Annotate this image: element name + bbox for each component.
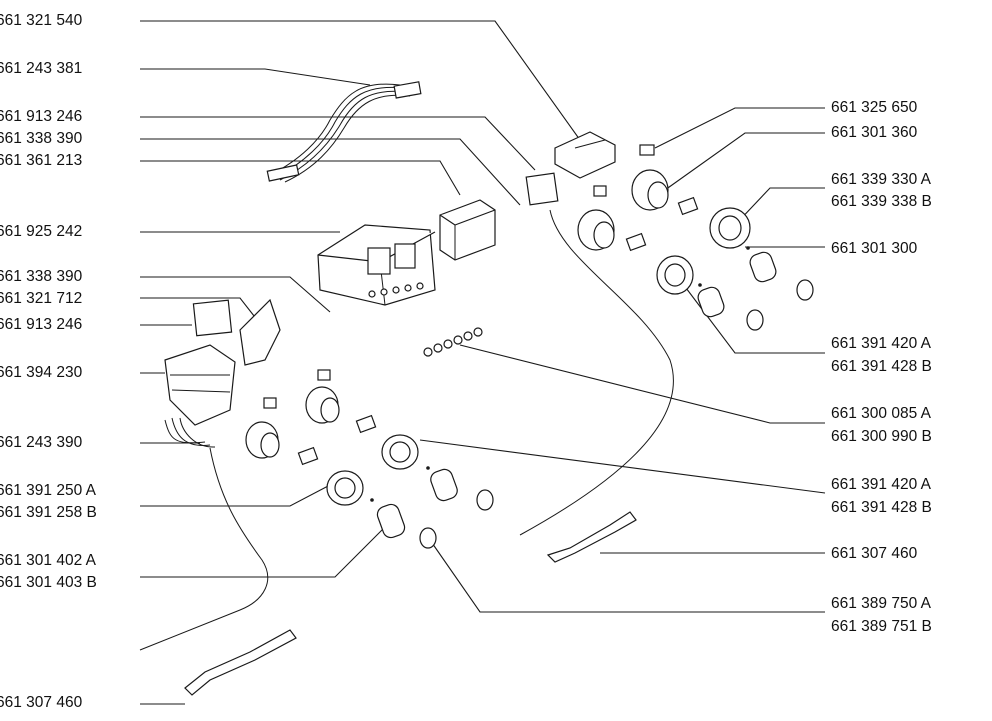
leader-661-301-360: [664, 132, 825, 191]
relay-box: [439, 199, 496, 261]
part-label-right: 661 391 420 A: [831, 476, 931, 493]
leader-661-321-540: [140, 20, 581, 141]
leader-661-913-246: [140, 116, 536, 171]
leader-661-243-381: [140, 68, 371, 86]
part-label-left: 661 307 460: [0, 694, 83, 711]
part-label-left: 661 301 402 A: [0, 552, 96, 569]
part-label-left: 661 391 250 A: [0, 482, 96, 499]
wiring-harness-bottom: [139, 209, 674, 651]
part-label-right: 661 339 330 A: [831, 171, 931, 188]
part-label-right: 661 300 990 B: [831, 428, 932, 445]
leader-661-391-250: [140, 484, 331, 507]
knob-assemblies-right: [577, 144, 814, 331]
wiring-harness-top: [266, 81, 422, 183]
mounting-bracket-right: [546, 511, 637, 563]
indicator-beads: [423, 327, 483, 357]
part-label-right: 661 301 360: [831, 124, 918, 141]
leader-661-300-085: [459, 344, 825, 424]
part-label-left: 661 243 381: [0, 60, 83, 77]
timer-module: [317, 224, 436, 306]
part-label-right: 661 391 428 B: [831, 499, 932, 516]
right-leader-lines: [419, 107, 826, 613]
leader-661-339-330: [734, 187, 825, 226]
mounting-bracket-left: [184, 629, 297, 696]
leader-661-301-402: [140, 519, 393, 578]
part-label-left: 661 338 390: [0, 268, 83, 285]
leader-661-391-420: [679, 279, 825, 354]
knob-assemblies-left: [245, 246, 750, 549]
leader-661-338-390-b: [140, 276, 331, 313]
part-label-right: 661 325 650: [831, 99, 918, 116]
part-label-left: 661 913 246: [0, 108, 83, 125]
leader-661-325-650: [654, 107, 825, 149]
part-label-right: 661 307 460: [831, 545, 918, 562]
selector-switches-left: [164, 298, 281, 426]
part-label-left: 661 321 540: [0, 12, 83, 29]
part-label-left: 661 913 246: [0, 316, 83, 333]
part-label-left: 661 301 403 B: [0, 574, 97, 591]
leader-661-338-390: [140, 138, 521, 206]
part-label-right: 661 389 750 A: [831, 595, 931, 612]
timer-buttons: [368, 282, 424, 298]
part-label-left: 661 394 230: [0, 364, 83, 381]
part-label-left: 661 321 712: [0, 290, 83, 307]
part-label-left: 661 925 242: [0, 223, 83, 240]
left-leader-lines: [140, 20, 581, 705]
part-label-left: 661 361 213: [0, 152, 83, 169]
part-label-left: 661 391 258 B: [0, 504, 97, 521]
part-label-right: 661 301 300: [831, 240, 918, 257]
part-label-left: 661 338 390: [0, 130, 83, 147]
leader-661-361-213: [140, 160, 461, 196]
part-label-right: 661 300 085 A: [831, 405, 931, 422]
part-label-right: 661 389 751 B: [831, 618, 932, 635]
part-label-right: 661 391 420 A: [831, 335, 931, 352]
part-label-right: 661 339 338 B: [831, 193, 932, 210]
part-label-left: 661 243 390: [0, 434, 83, 451]
part-label-right: 661 391 428 B: [831, 358, 932, 375]
leader-661-389-750: [429, 539, 825, 613]
control-board: [525, 131, 616, 206]
